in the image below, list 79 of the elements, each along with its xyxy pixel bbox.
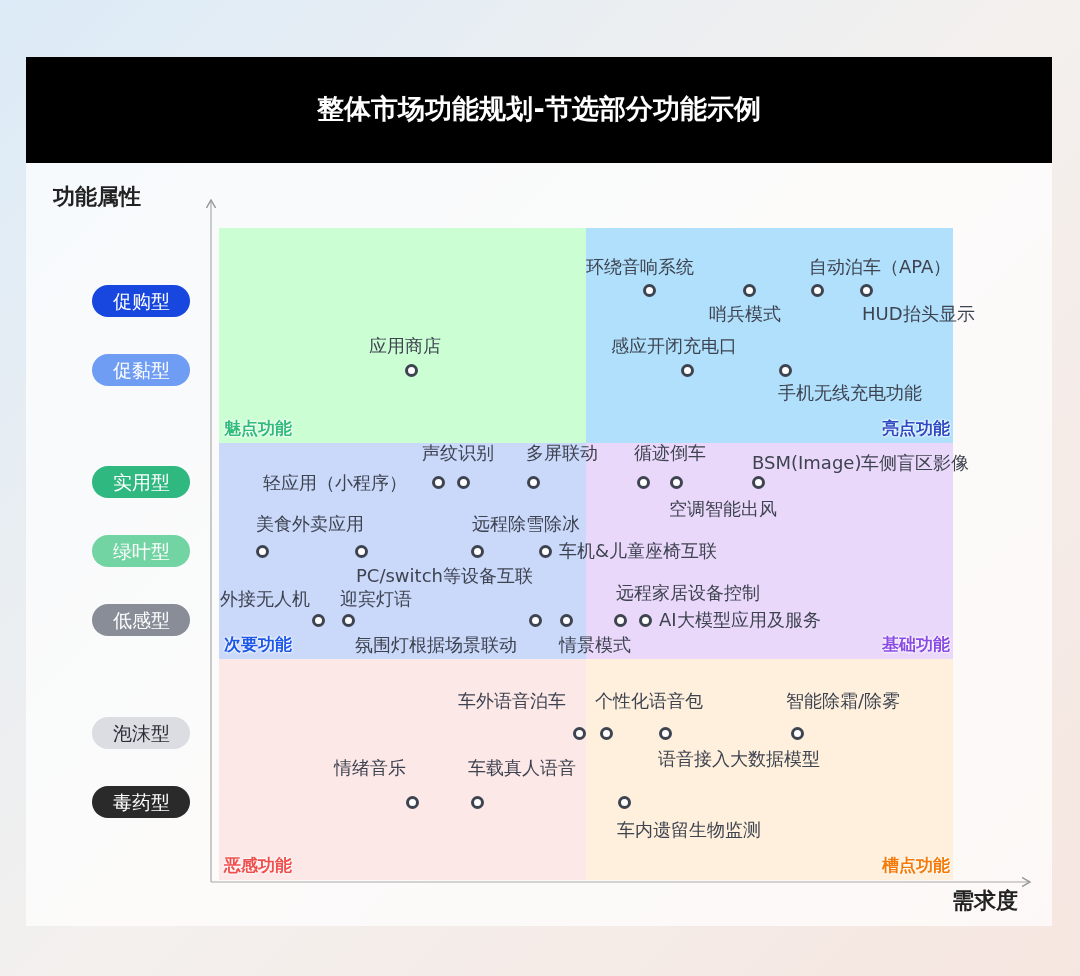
quadrant-panel — [219, 659, 586, 880]
point-label: 轻应用（小程序） — [263, 472, 407, 494]
point-label: 远程家居设备控制 — [616, 582, 760, 604]
quadrant-panel — [586, 659, 953, 880]
point-label: AI大模型应用及服务 — [659, 609, 821, 631]
point-label: 外接无人机 — [220, 588, 310, 610]
point-label: 智能除霜/除雾 — [786, 690, 901, 712]
category-pill: 实用型 — [92, 466, 190, 498]
category-pill: 低感型 — [92, 604, 190, 636]
point-label: 感应开闭充电口 — [611, 335, 737, 357]
point-label: 美食外卖应用 — [256, 513, 364, 535]
point-label: 自动泊车（APA） — [809, 256, 952, 278]
category-pill: 促购型 — [92, 285, 190, 317]
point-marker — [405, 795, 419, 809]
quadrant-heading: 基础功能 — [882, 633, 950, 656]
point-label: 车内遗留生物监测 — [617, 819, 761, 841]
point-marker — [559, 613, 573, 627]
point-marker — [638, 613, 652, 627]
point-label: 车机&儿童座椅互联 — [559, 540, 718, 562]
point-marker — [538, 544, 552, 558]
quadrant-heading: 恶感功能 — [224, 854, 292, 877]
point-label: 迎宾灯语 — [340, 588, 412, 610]
point-marker — [859, 283, 873, 297]
point-marker — [526, 475, 540, 489]
point-label: 语音接入大数据模型 — [658, 748, 820, 770]
point-label: 远程除雪除冰 — [472, 513, 580, 535]
point-label: 氛围灯根据场景联动 — [355, 634, 517, 656]
category-pill: 泡沫型 — [92, 717, 190, 749]
point-marker — [456, 475, 470, 489]
point-label: BSM(Image)车侧盲区影像 — [752, 452, 970, 474]
title-text: 整体市场功能规划-节选部分功能示例 — [316, 92, 762, 126]
point-marker — [470, 544, 484, 558]
point-marker — [255, 544, 269, 558]
point-marker — [790, 726, 804, 740]
axis-label: 需求度 — [952, 887, 1018, 915]
point-marker — [751, 475, 765, 489]
category-pill: 促黏型 — [92, 354, 190, 386]
point-marker — [341, 613, 355, 627]
axis-label: 功能属性 — [53, 183, 141, 211]
quadrant-heading: 亮点功能 — [882, 417, 950, 440]
point-label: 环绕音响系统 — [586, 256, 694, 278]
point-label: 多屏联动 — [526, 442, 598, 464]
point-marker — [642, 283, 656, 297]
point-marker — [404, 363, 418, 377]
point-marker — [354, 544, 368, 558]
category-pill: 毒药型 — [92, 786, 190, 818]
quadrant-heading: 次要功能 — [224, 633, 292, 656]
point-marker — [810, 283, 824, 297]
point-label: 车外语音泊车 — [458, 690, 566, 712]
point-label: 应用商店 — [369, 335, 441, 357]
point-marker — [599, 726, 613, 740]
point-marker — [658, 726, 672, 740]
point-marker — [470, 795, 484, 809]
point-label: 个性化语音包 — [595, 690, 703, 712]
point-marker — [311, 613, 325, 627]
quadrant-heading: 槽点功能 — [882, 854, 950, 877]
point-marker — [572, 726, 586, 740]
point-label: 车载真人语音 — [468, 757, 576, 779]
point-label: 哨兵模式 — [709, 303, 781, 325]
quadrant-heading: 魅点功能 — [224, 417, 292, 440]
point-label: 空调智能出风 — [669, 498, 777, 520]
point-marker — [778, 363, 792, 377]
point-marker — [613, 613, 627, 627]
point-marker — [528, 613, 542, 627]
point-marker — [669, 475, 683, 489]
point-marker — [636, 475, 650, 489]
point-label: 情景模式 — [559, 634, 631, 656]
point-label: 情绪音乐 — [334, 757, 406, 779]
point-label: HUD抬头显示 — [862, 303, 975, 325]
point-label: 手机无线充电功能 — [778, 382, 922, 404]
point-marker — [680, 363, 694, 377]
quadrant-panel — [219, 228, 586, 443]
point-label: PC/switch等设备互联 — [356, 565, 533, 587]
point-label: 循迹倒车 — [634, 442, 706, 464]
point-marker — [617, 795, 631, 809]
category-pill: 绿叶型 — [92, 535, 190, 567]
point-label: 声纹识别 — [422, 442, 494, 464]
point-marker — [431, 475, 445, 489]
point-marker — [742, 283, 756, 297]
